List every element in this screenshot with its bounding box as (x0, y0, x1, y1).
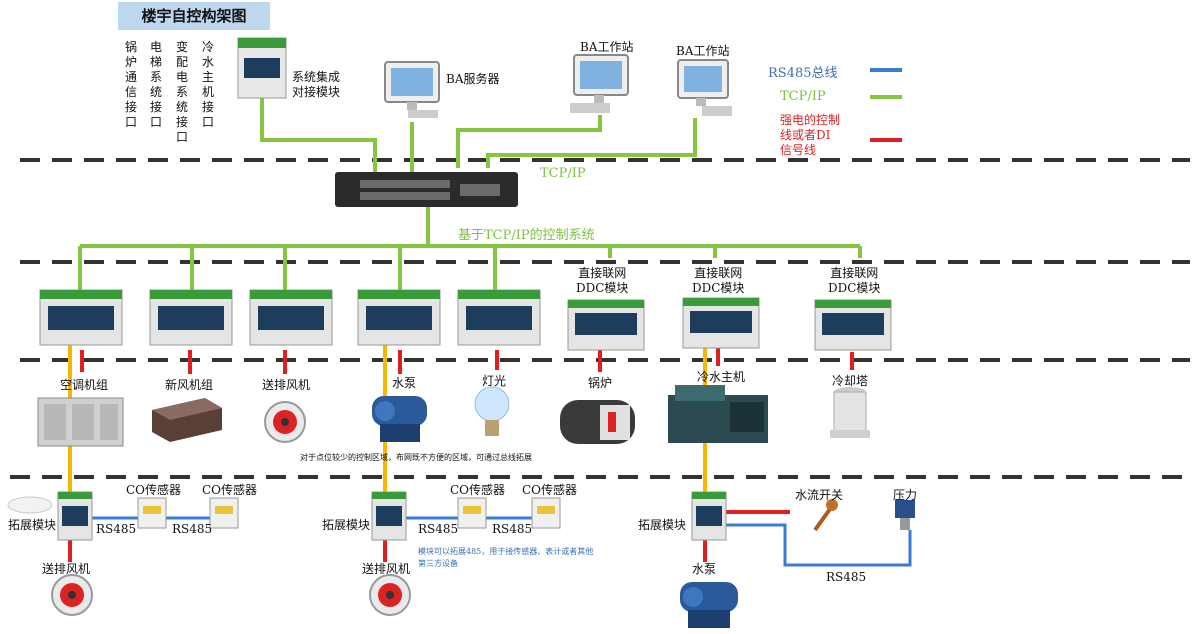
interface-label-chiller: 冷水主机接口 (202, 40, 215, 129)
fan-label-3: 送排风机 (362, 562, 411, 576)
legend-power: 强电的控制线或者DI信号线 (780, 113, 841, 157)
expansion-label-3: 拓展模块 (638, 518, 687, 532)
ba-workstation-2-icon (677, 59, 732, 116)
device-label-light: 灯光 (482, 374, 507, 388)
cooling-tower-icon (830, 387, 870, 438)
rs485-label-1: RS485 (96, 522, 137, 536)
rs485-label-4: RS485 (492, 522, 533, 536)
ahu-icon (37, 397, 124, 447)
fresh-air-unit-icon (152, 398, 222, 442)
rs485-label-3: RS485 (418, 522, 459, 536)
co-sensor-label-2: CO传感器 (202, 483, 258, 497)
integration-module-label: 系统集成 对接模块 (292, 70, 341, 99)
device-label-chiller: 冷水主机 (697, 370, 746, 384)
pump-icon-2 (680, 582, 738, 628)
pump-label-2: 水泵 (692, 562, 717, 576)
fan-icon-1 (264, 401, 306, 443)
ba-workstation-2-label: BA工作站 (676, 44, 730, 58)
diagram-title: 楼宇自控构架图 (118, 2, 270, 30)
ba-server-icon (384, 61, 440, 118)
network-switch-icon (335, 172, 518, 207)
legend-rs485: RS485总线 (768, 66, 838, 81)
expansion-note: 对于点位较少的控制区域，布网既不方便的区域，可通过总线拓展 (300, 453, 532, 462)
ddc-module-label-3: 直接联网 DDC模块 (828, 266, 881, 295)
pressure-sensor-icon (895, 500, 915, 530)
ddc-module-label-2: 直接联网 DDC模块 (692, 266, 745, 295)
integration-module-icon (237, 37, 287, 99)
rs485-label-5: RS485 (826, 570, 867, 584)
expansion-module-icons (57, 491, 727, 541)
pump-icon-1 (372, 396, 427, 442)
expansion-label-1: 拓展模块 (8, 518, 57, 532)
device-label-cooling-tower: 冷却塔 (832, 374, 869, 388)
fan-icon-2 (51, 574, 93, 616)
rs485-label-2: RS485 (172, 522, 213, 536)
co-sensor-label-4: CO传感器 (522, 483, 578, 497)
switch-tcpip-label: TCP/IP (540, 166, 586, 181)
flow-switch-label: 水流开关 (795, 488, 844, 502)
control-system-label: 基于TCP/IP的控制系统 (458, 228, 595, 243)
device-label-boiler: 锅炉 (588, 376, 613, 390)
pressure-label: 压力 (893, 488, 918, 502)
ba-server-label: BA服务器 (446, 72, 500, 86)
light-bulb-icon (474, 386, 510, 436)
chiller-icon (668, 385, 768, 443)
fan-icon-3 (369, 574, 411, 616)
flow-switch-icon (813, 499, 838, 532)
fan-label-2: 送排风机 (42, 562, 91, 576)
legend-tcpip: TCP/IP (780, 89, 826, 104)
boiler-icon (560, 400, 635, 444)
expansion-label-2: 拓展模块 (322, 518, 371, 532)
interface-label-boiler: 锅炉通信接口 (125, 40, 138, 129)
ba-workstation-1-icon (570, 54, 629, 113)
ddc-module-label-1: 直接联网 DDC模块 (576, 266, 629, 295)
device-label-fan: 送排风机 (262, 378, 311, 392)
co-sensor-label-1: CO传感器 (126, 483, 182, 497)
device-label-ahu: 空调机组 (60, 378, 109, 392)
ba-workstation-1-label: BA工作站 (580, 40, 634, 54)
co-sensor-label-3: CO传感器 (450, 483, 506, 497)
interface-label-elevator: 电梯系统接口 (150, 40, 163, 129)
device-label-fresh-air: 新风机组 (165, 378, 214, 392)
module-expansion-note: 模块可以拓展485，用于接传感器、表计或者其他第三方设备 (418, 547, 594, 568)
controller-modules (39, 289, 892, 351)
interface-label-power: 变配电系统接口 (176, 40, 189, 144)
device-label-pump: 水泵 (392, 376, 417, 390)
